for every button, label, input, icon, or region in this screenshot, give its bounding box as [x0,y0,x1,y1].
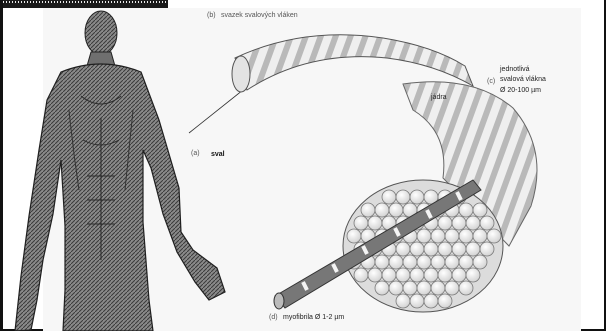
myofibril-circle [452,242,466,256]
label-fiber-line1: jednotlivá [500,66,530,74]
label-b-letter: (b) [207,12,216,20]
myofibril-circle [480,242,494,256]
myofibril-circle [354,268,368,282]
myofibril-circle [438,242,452,256]
myofibril-circle [375,281,389,295]
muscle-anatomy-illustration [3,0,609,331]
myofibril-circle [445,255,459,269]
myofibril-circle [459,281,473,295]
myofibril-circle [438,294,452,308]
myofibril-circle [389,203,403,217]
label-fiber-line2: svalová vlákna [500,76,546,84]
myofibril-circle [382,268,396,282]
myofibril-circle [424,242,438,256]
myofibril-circle [417,281,431,295]
myofibril-circle [473,229,487,243]
myofibril-circle [368,268,382,282]
myofibril-circle [375,255,389,269]
myofibril-circle [382,190,396,204]
myofibril-circle [347,229,361,243]
myofibril-circle [389,255,403,269]
myofibril-circle [452,216,466,230]
myofibril-circle [396,190,410,204]
myofibril-circle [403,255,417,269]
myofibril-circle [410,190,424,204]
myofibril-circle [431,255,445,269]
myofibril-circle [417,229,431,243]
myofibril-circle [466,216,480,230]
myofibril-circle [473,255,487,269]
myofibril-circle [466,268,480,282]
myofibril-circle [396,294,410,308]
myofibril-circle [396,242,410,256]
myofibril-circle [473,203,487,217]
myofibril-circle [452,268,466,282]
label-fiber-diameter: Ø 20-100 µm [500,87,541,95]
myofibril-circle [368,216,382,230]
myofibril-circle [410,242,424,256]
myofibril-circle [466,242,480,256]
myofibril-circle [459,229,473,243]
myofibril-circle [396,268,410,282]
label-fascicle: svazek svalových vláken [221,12,298,20]
label-muscle: sval [211,151,225,159]
myofibril-circle [403,281,417,295]
label-c-letter: (c) [487,78,495,86]
myofibril-circle [410,268,424,282]
myofibril-circle [480,216,494,230]
myofibril-circle [375,203,389,217]
myofibril-circle [445,281,459,295]
myofibril-circle [417,255,431,269]
pointer-line-a [189,86,248,133]
human-figure [15,11,225,331]
myofibril-circle [389,281,403,295]
myofibril-circle [438,268,452,282]
label-a-letter: (a) [191,150,200,158]
myofibril-circle [410,294,424,308]
myofibril-circle [361,203,375,217]
myofibril-circle [459,255,473,269]
myofibril-circle [424,268,438,282]
myofibril-circle [459,203,473,217]
label-myofibril: myofibrila Ø 1-2 µm [283,314,344,322]
myofibril-circle [438,216,452,230]
myofibril-circle [487,229,501,243]
label-d-letter: (d) [269,314,278,322]
myofibril-circle [424,294,438,308]
label-nuclei: jádra [431,94,447,102]
myofibril-circle [431,281,445,295]
myofibril-circle [354,216,368,230]
myofibril-circle [431,229,445,243]
myofibril-circle [445,229,459,243]
